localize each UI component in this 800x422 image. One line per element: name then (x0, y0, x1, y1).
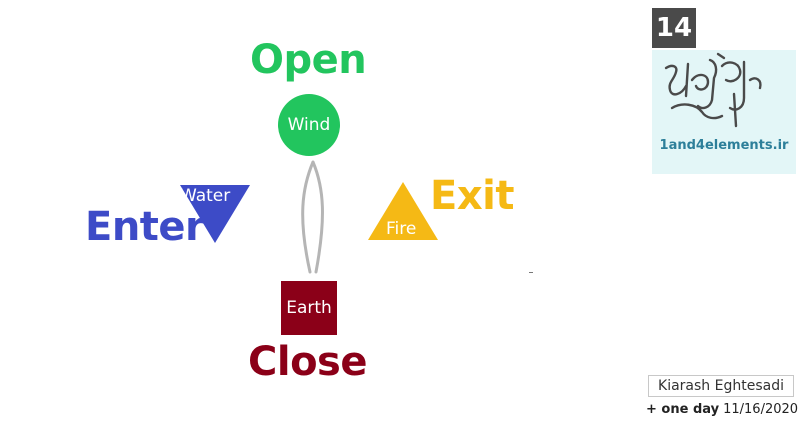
site-url[interactable]: 1and4elements.ir (659, 138, 789, 153)
earth-label: Earth (286, 298, 332, 318)
date-value: 11/16/2020 (723, 402, 799, 417)
small-dash-mark (529, 272, 533, 273)
water-triangle (180, 185, 250, 243)
fire-label: Fire (386, 219, 417, 239)
date-prefix: + one day (646, 402, 720, 417)
page-number-badge: 14 (652, 8, 696, 48)
logo-panel (652, 50, 796, 174)
label-close: Close (248, 339, 367, 385)
author-name: Kiarash Eghtesadi (648, 375, 794, 397)
label-open: Open (250, 37, 367, 83)
label-exit: Exit (430, 173, 514, 219)
water-label: Water (180, 186, 231, 206)
persian-calligraphy-logo-icon (664, 52, 762, 128)
wind-circle (278, 94, 340, 156)
fire-triangle (368, 182, 438, 240)
flame-outline-icon (301, 160, 324, 274)
wind-label: Wind (287, 115, 331, 135)
earth-square (281, 281, 337, 335)
label-enter: Enter (85, 204, 205, 250)
